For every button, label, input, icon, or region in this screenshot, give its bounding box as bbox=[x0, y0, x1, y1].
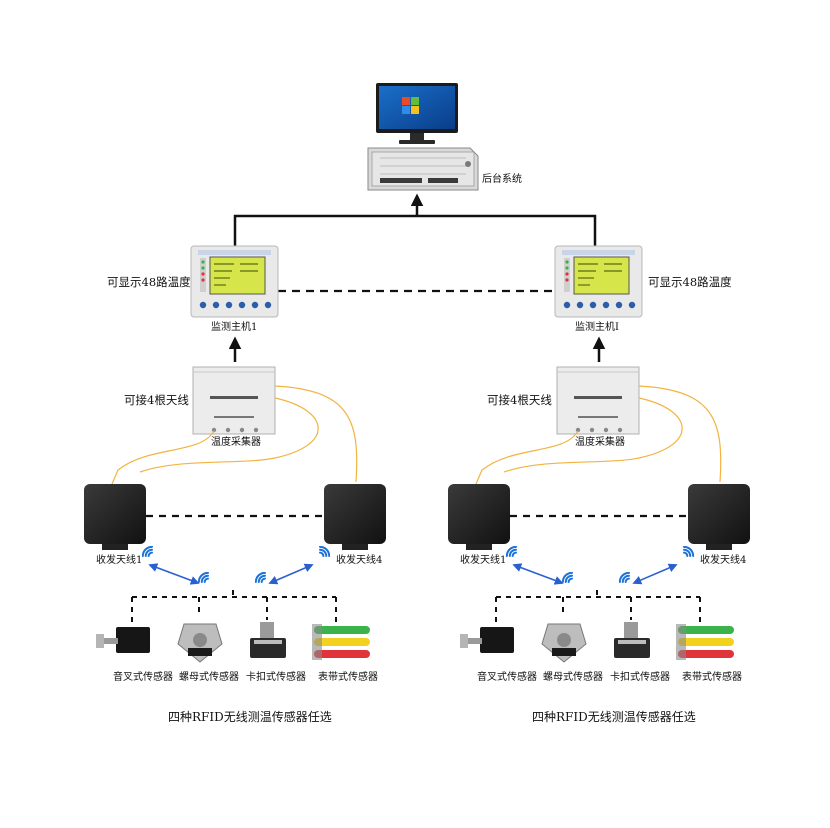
antenna-cables bbox=[111, 385, 358, 485]
clip-sensor bbox=[614, 622, 650, 658]
monitor-host-right bbox=[554, 245, 643, 318]
temperature-collector-right bbox=[556, 366, 640, 435]
tuning-fork-sensor bbox=[460, 627, 514, 653]
nut-sensor bbox=[177, 623, 223, 663]
server-label: 后台系统 bbox=[482, 174, 522, 185]
strap-sensor bbox=[312, 624, 370, 660]
caption-right: 四种RFID无线测温传感器任选 bbox=[532, 710, 696, 724]
wireless-signal-icon bbox=[683, 546, 694, 557]
display-note-right: 可显示48路温度 bbox=[648, 275, 732, 289]
server-uplink-lines bbox=[233, 193, 597, 258]
sensor-label: 音叉式传感器 bbox=[477, 672, 537, 683]
wireless-signal-icon bbox=[255, 572, 266, 583]
left-subsystem bbox=[84, 245, 386, 663]
wireless-arrow bbox=[632, 563, 678, 585]
collector-label-left: 温度采集器 bbox=[211, 437, 261, 448]
antenna-cables bbox=[475, 385, 722, 485]
strap-sensor bbox=[676, 624, 734, 660]
sensor-label: 螺母式传感器 bbox=[543, 672, 603, 683]
antenna-label-right-1: 收发天线1 bbox=[460, 555, 507, 566]
sensor-label: 螺母式传感器 bbox=[179, 672, 239, 683]
wireless-arrow bbox=[512, 563, 564, 585]
antenna-note-left: 可接4根天线 bbox=[124, 393, 189, 407]
wireless-signal-icon bbox=[619, 572, 630, 583]
collector-label-right: 温度采集器 bbox=[575, 437, 625, 448]
antenna-label-left-1: 收发天线1 bbox=[96, 555, 143, 566]
monitor-label-right: 监测主机I bbox=[575, 322, 619, 333]
windows-logo-icon bbox=[402, 97, 419, 114]
antenna-label-right-4: 收发天线4 bbox=[700, 555, 747, 566]
right-subsystem bbox=[448, 245, 750, 663]
wireless-arrow bbox=[148, 563, 200, 585]
sensor-label: 卡扣式传感器 bbox=[246, 672, 306, 683]
caption-left: 四种RFID无线测温传感器任选 bbox=[168, 710, 332, 724]
clip-sensor bbox=[250, 622, 286, 658]
monitor-host-left bbox=[190, 245, 279, 318]
temperature-collector-left bbox=[192, 366, 276, 435]
sensor-bus bbox=[495, 590, 701, 625]
wireless-signal-icon bbox=[198, 572, 209, 583]
antenna-right-1 bbox=[448, 484, 510, 550]
sensor-label: 表带式传感器 bbox=[318, 672, 378, 683]
nut-sensor bbox=[541, 623, 587, 663]
sensor-label: 音叉式传感器 bbox=[113, 672, 173, 683]
server-computer bbox=[367, 83, 479, 191]
sensor-label: 卡扣式传感器 bbox=[610, 672, 670, 683]
antenna-left-4 bbox=[324, 484, 386, 550]
antenna-right-4 bbox=[688, 484, 750, 550]
display-note-left: 可显示48路温度 bbox=[107, 275, 191, 289]
sensor-label: 表带式传感器 bbox=[682, 672, 742, 683]
antenna-label-left-4: 收发天线4 bbox=[336, 555, 383, 566]
tuning-fork-sensor bbox=[96, 627, 150, 653]
wireless-signal-icon bbox=[319, 546, 330, 557]
antenna-left-1 bbox=[84, 484, 146, 550]
wireless-signal-icon bbox=[506, 546, 517, 557]
monitor-label-left: 监测主机1 bbox=[211, 322, 258, 333]
wireless-signal-icon bbox=[562, 572, 573, 583]
antenna-note-right: 可接4根天线 bbox=[487, 393, 552, 407]
wireless-arrow bbox=[268, 563, 314, 585]
sensor-bus bbox=[131, 590, 337, 625]
wireless-signal-icon bbox=[142, 546, 153, 557]
